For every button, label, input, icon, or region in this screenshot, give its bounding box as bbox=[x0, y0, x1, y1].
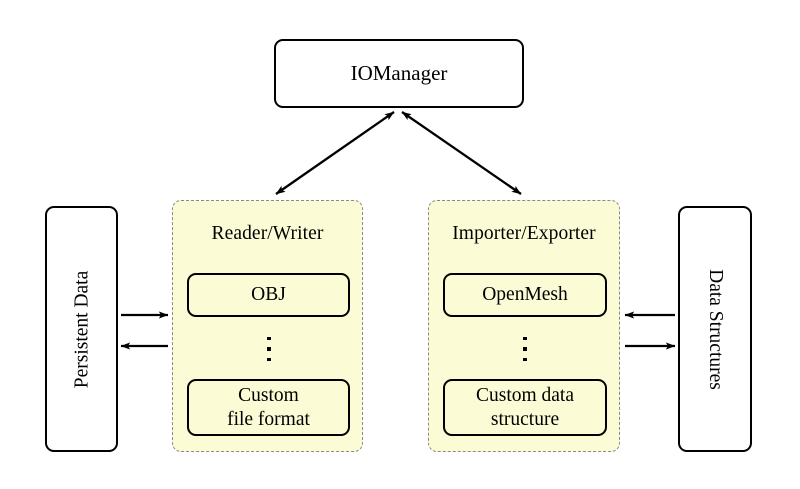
reader-writer-group[interactable]: Reader/Writer OBJ Custom file format bbox=[172, 200, 363, 452]
reader-writer-item-custom-file-format-line2: file format bbox=[227, 408, 310, 430]
importer-exporter-item-custom-data-structure[interactable]: Custom data structure bbox=[443, 379, 607, 436]
connector-manager-reader-writer bbox=[275, 111, 395, 195]
data-structures-label: Data Structures bbox=[704, 268, 726, 390]
importer-exporter-group[interactable]: Importer/Exporter OpenMesh Custom data s… bbox=[428, 200, 620, 452]
reader-writer-item-custom-file-format-line1: Custom bbox=[238, 385, 299, 407]
reader-writer-item-obj-label: OBJ bbox=[251, 284, 286, 306]
reader-writer-ellipsis-icon bbox=[264, 337, 274, 361]
connector-manager-importer-exporter bbox=[401, 111, 522, 195]
reader-writer-item-custom-file-format[interactable]: Custom file format bbox=[187, 379, 350, 436]
io-manager-label: IOManager bbox=[350, 61, 448, 86]
data-structures-node[interactable]: Data Structures bbox=[678, 206, 752, 452]
persistent-data-node[interactable]: Persistent Data bbox=[45, 206, 118, 452]
importer-exporter-item-custom-data-structure-line2: structure bbox=[490, 408, 560, 430]
importer-exporter-item-openmesh[interactable]: OpenMesh bbox=[443, 273, 607, 317]
io-manager-node[interactable]: IOManager bbox=[274, 39, 524, 108]
importer-exporter-item-custom-data-structure-line1: Custom data bbox=[475, 385, 575, 407]
reader-writer-group-title: Reader/Writer bbox=[211, 223, 324, 244]
importer-exporter-ellipsis-icon bbox=[520, 337, 530, 361]
importer-exporter-group-title: Importer/Exporter bbox=[452, 223, 596, 244]
reader-writer-item-obj[interactable]: OBJ bbox=[187, 273, 350, 317]
persistent-data-label: Persistent Data bbox=[71, 270, 93, 388]
importer-exporter-item-openmesh-label: OpenMesh bbox=[482, 284, 568, 306]
